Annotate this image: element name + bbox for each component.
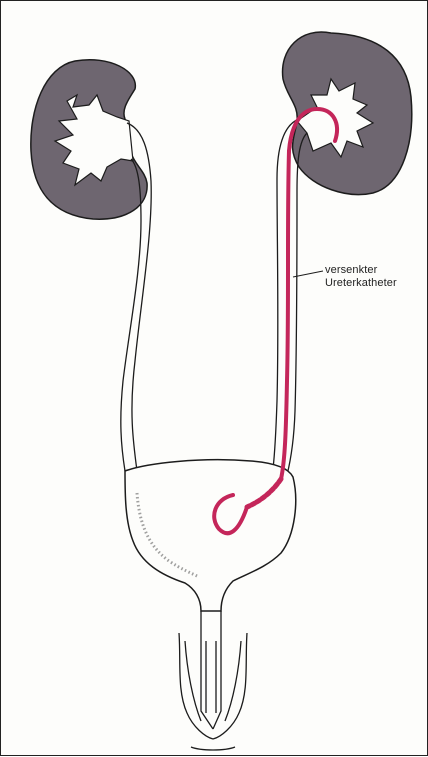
genital-base <box>191 747 235 750</box>
urethra-right-wall <box>213 611 221 729</box>
catheter-shaft <box>281 151 289 479</box>
urethra-icon <box>179 611 247 750</box>
annotation-label-line-2: Ureterkatheter <box>325 276 397 290</box>
bladder-outline <box>125 460 296 611</box>
genital-right-outline <box>213 633 247 739</box>
urethra-left-wall <box>201 611 213 729</box>
kidney-left-icon <box>31 60 147 219</box>
genital-outer-right <box>225 641 241 721</box>
annotation-leader-line <box>293 271 323 277</box>
genital-outer-left <box>185 641 201 721</box>
bladder-icon <box>125 460 296 611</box>
genital-left-outline <box>179 633 213 739</box>
annotation-label-line-1: versenkter <box>325 263 377 277</box>
